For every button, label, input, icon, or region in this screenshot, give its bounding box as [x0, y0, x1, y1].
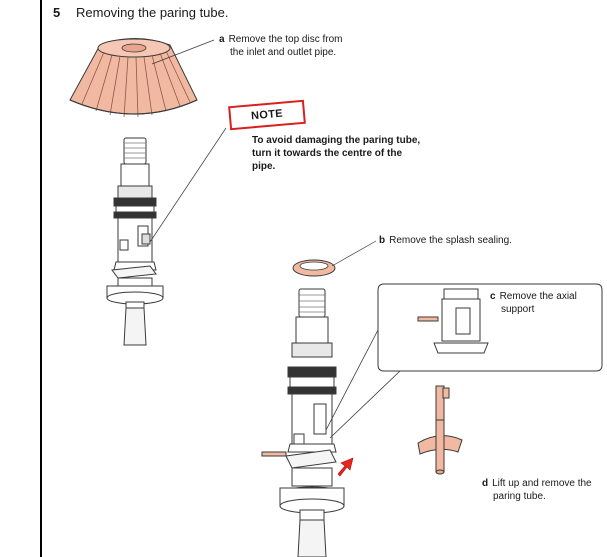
splash-sealing-illustration — [292, 259, 336, 277]
top-disc-illustration — [69, 38, 198, 118]
callout-d-letter: d — [482, 478, 489, 489]
callout-b-letter: b — [379, 235, 386, 246]
callout-c-line2: support — [501, 304, 535, 315]
step-number: 5 — [53, 5, 61, 20]
callout-d-line1: Lift up and remove the — [492, 478, 592, 489]
middle-pipe-assembly — [261, 288, 345, 557]
lift-direction-arrow — [337, 457, 354, 477]
callout-c-line1: Remove the axial — [499, 291, 577, 302]
left-margin-rule — [40, 0, 42, 557]
callout-a-line1: Remove the top disc from — [228, 34, 343, 45]
left-pipe-assembly — [106, 137, 164, 346]
callout-a-line2: the inlet and outlet pipe. — [230, 47, 337, 58]
leader-lines — [149, 39, 377, 267]
step-title: Removing the paring tube. — [76, 5, 229, 20]
note-text: To avoid damaging the paring tube, turn … — [252, 135, 421, 172]
detail-bubble-axial-support — [325, 283, 603, 439]
paring-tube-illustration — [417, 385, 463, 475]
callout-b-line1: Remove the splash sealing. — [389, 235, 512, 246]
callout-c-letter: c — [490, 291, 496, 302]
callout-a-letter: a — [219, 34, 225, 45]
callout-d-line2: paring tube. — [493, 491, 546, 502]
